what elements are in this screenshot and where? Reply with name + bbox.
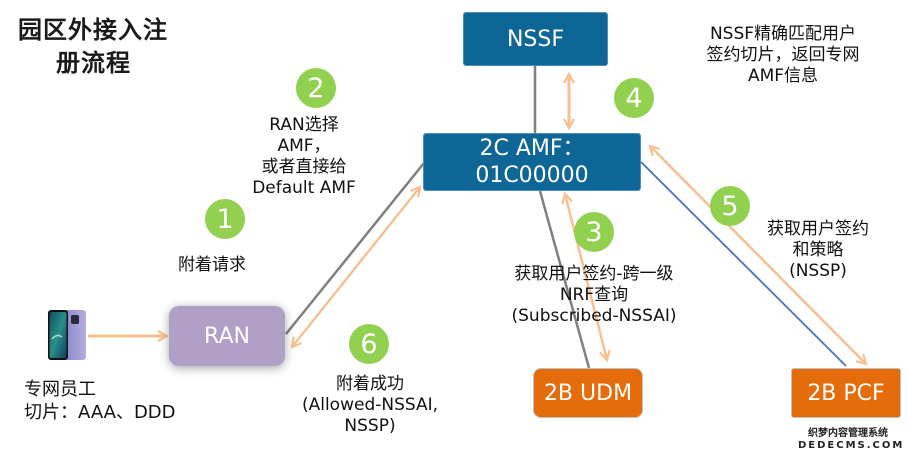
step-4-label: NSSF精确匹配用户 签约切片，返回专网 AMF信息	[676, 24, 890, 87]
udm-node[interactable]: 2B UDM	[533, 368, 643, 418]
step-1-label: 附着请求	[178, 255, 246, 276]
step-2-line: 或者直接给	[261, 157, 347, 177]
step-6-line: NSSP)	[344, 416, 396, 436]
step-2-line: Default AMF	[252, 178, 356, 198]
step-4-line: AMF信息	[747, 66, 819, 86]
pcf-label: 2B PCF	[807, 380, 885, 406]
watermark: 织梦内容管理系统 DEDECMS.COM	[798, 428, 905, 452]
step-5-line: (NSSP)	[789, 261, 847, 281]
step-1-badge: 1	[205, 199, 245, 239]
phone-icon	[48, 310, 86, 360]
step-2-line: RAN选择	[269, 115, 339, 135]
step-6-badge: 6	[349, 324, 389, 364]
step-2-line: AMF，	[277, 136, 331, 156]
step-6-label: 附着成功 (Allowed-NSSAI, NSSP)	[290, 374, 450, 437]
step-3-badge: 3	[574, 212, 614, 252]
step-5-line: 和策略	[792, 240, 844, 260]
step-2-badge: 2	[296, 68, 336, 108]
amf-label-line1: 2C AMF：	[479, 136, 585, 161]
step-4-line: 签约切片，返回专网	[706, 45, 860, 65]
pcf-node[interactable]: 2B PCF	[791, 368, 901, 418]
ran-label: RAN	[204, 323, 250, 349]
watermark-line2: DEDECMS.COM	[798, 440, 905, 451]
ran-node[interactable]: RAN	[169, 306, 285, 366]
step-3-line: NRF查询	[559, 285, 629, 305]
arrow-amf-pcf	[650, 146, 866, 364]
arrow-ran-amf	[292, 187, 420, 347]
arrow-amf-udm	[565, 194, 607, 360]
step-3-line: 获取用户签约-跨一级	[514, 264, 674, 284]
page-title: 园区外接入注 册流程	[18, 14, 168, 80]
amf-node[interactable]: 2C AMF： 01C00000	[423, 133, 641, 191]
ue-label-line2: 切片：AAA、DDD	[24, 402, 176, 423]
page-title-line2: 册流程	[56, 49, 131, 77]
watermark-line1: 织梦内容管理系统	[808, 428, 888, 439]
step-4-line: NSSF精确匹配用户	[709, 24, 857, 44]
nssf-node[interactable]: NSSF	[463, 12, 608, 66]
step-6-line: 附着成功	[336, 374, 404, 394]
ue-label-line1: 专网员工	[24, 379, 96, 400]
nssf-label: NSSF	[506, 26, 565, 52]
step-5-badge: 5	[710, 186, 750, 226]
step-5-line: 获取用户签约	[767, 219, 869, 239]
udm-label: 2B UDM	[543, 380, 633, 406]
step-6-line: (Allowed-NSSAI,	[301, 395, 439, 415]
amf-label-line2: 01C00000	[475, 163, 589, 188]
step-3-label: 获取用户签约-跨一级 NRF查询 (Subscribed-NSSAI)	[475, 264, 713, 327]
step-4-badge: 4	[614, 78, 654, 118]
step-5-label: 获取用户签约 和策略 (NSSP)	[758, 219, 878, 282]
page-title-line1: 园区外接入注	[18, 16, 168, 44]
step-1-line: 附着请求	[178, 255, 246, 275]
step-2-label: RAN选择 AMF， 或者直接给 Default AMF	[244, 115, 364, 199]
ue-label: 专网员工 切片：AAA、DDD	[24, 378, 176, 424]
step-3-line: (Subscribed-NSSAI)	[511, 306, 677, 326]
